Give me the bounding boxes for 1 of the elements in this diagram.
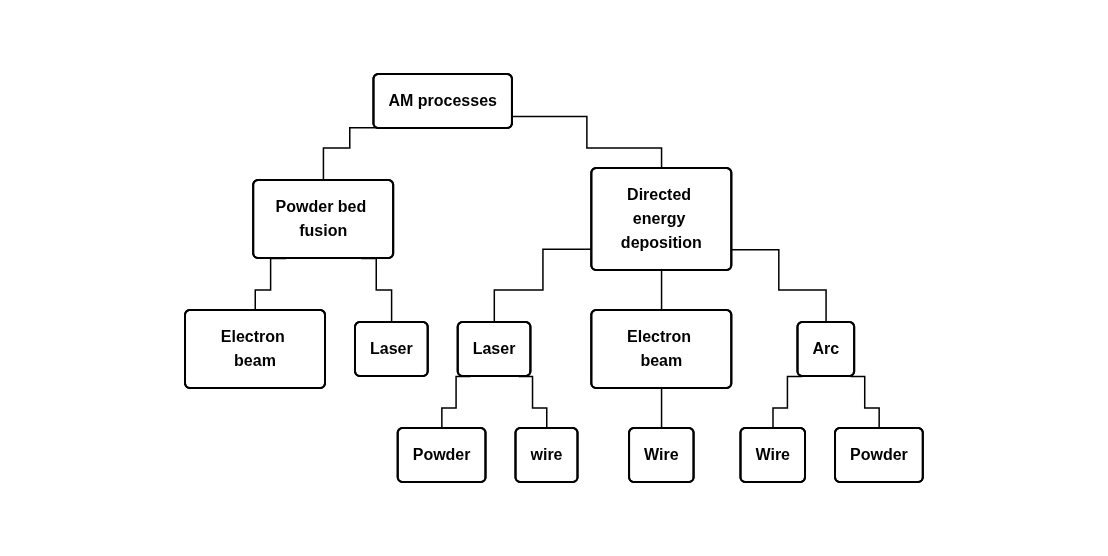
connector — [322, 127, 378, 182]
